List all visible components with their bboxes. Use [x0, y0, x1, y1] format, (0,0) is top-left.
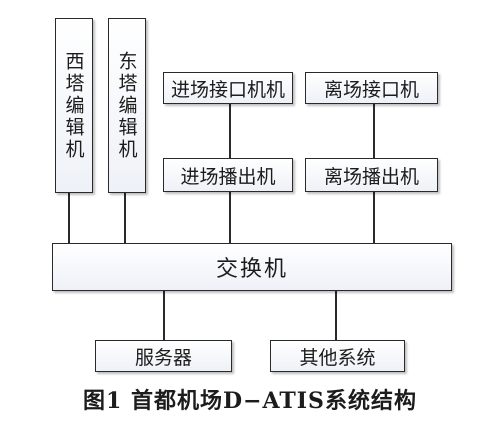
departure-broadcast-label: 离场播出机	[323, 165, 419, 188]
connector-departure-broadcast-switch	[373, 192, 375, 243]
switch-label: 交换机	[215, 257, 288, 282]
other-systems-box: 其他系统	[270, 340, 405, 372]
server-label: 服务器	[134, 346, 192, 369]
departure-interface-box: 离场接口机	[305, 72, 438, 104]
connector-arrival-interface-broadcast	[229, 104, 231, 158]
arrival-broadcast-box: 进场播出机	[163, 158, 293, 192]
west-tower-editor-label: 西塔编辑机	[62, 50, 85, 161]
arrival-broadcast-label: 进场播出机	[180, 165, 276, 188]
connector-switch-server	[163, 291, 165, 340]
arrival-interface-label: 进场接口机机	[170, 78, 285, 101]
arrival-interface-box: 进场接口机机	[163, 72, 293, 104]
connector-west-switch	[68, 193, 70, 243]
west-tower-editor-box: 西塔编辑机	[55, 18, 93, 193]
switch-box: 交换机	[52, 243, 452, 291]
server-box: 服务器	[95, 340, 232, 372]
east-tower-editor-box: 东塔编辑机	[108, 18, 146, 193]
departure-interface-label: 离场接口机	[323, 78, 419, 101]
connector-switch-other	[335, 291, 337, 340]
departure-broadcast-box: 离场播出机	[305, 158, 438, 192]
connector-arrival-broadcast-switch	[229, 192, 231, 243]
connector-east-switch	[124, 193, 126, 243]
east-tower-editor-label: 东塔编辑机	[115, 50, 138, 161]
connector-departure-interface-broadcast	[373, 104, 375, 158]
other-systems-label: 其他系统	[299, 346, 376, 369]
figure-caption: 图1 首都机场D−ATIS系统结构	[83, 388, 417, 414]
